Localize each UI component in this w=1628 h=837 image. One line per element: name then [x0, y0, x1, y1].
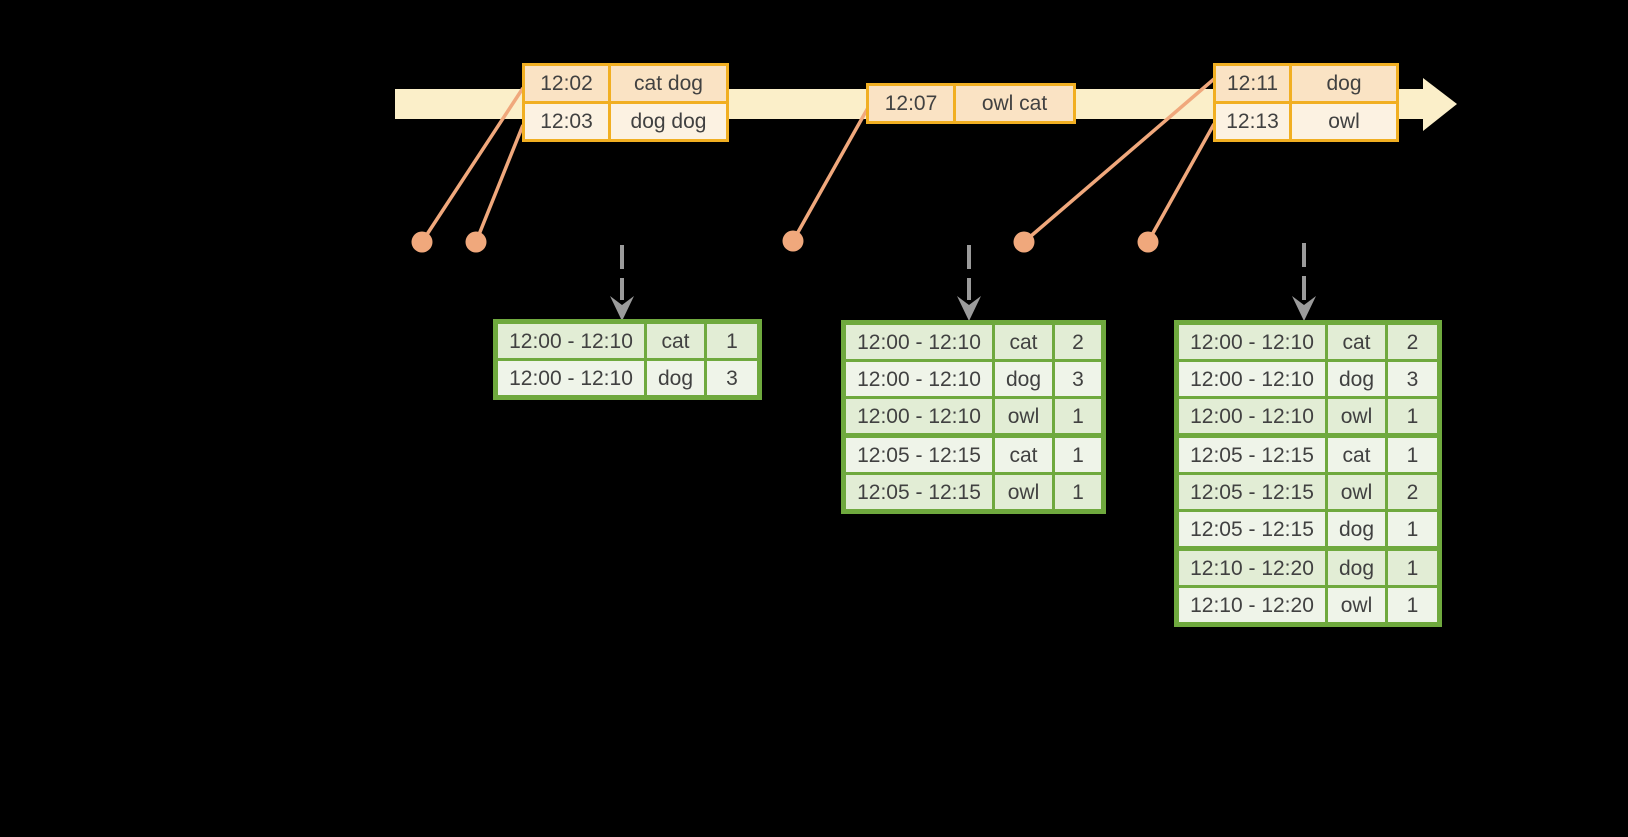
word-cell: owl: [995, 475, 1052, 509]
count-cell: 1: [1055, 475, 1101, 509]
word-cell: cat: [647, 324, 704, 358]
count-cell: 1: [1388, 551, 1437, 585]
word-cell: dog: [1328, 551, 1385, 585]
window-cell: 12:00 - 12:10: [498, 361, 644, 395]
event-box: 12:11 dog 12:13 owl: [1213, 63, 1399, 142]
result-row: 12:00 - 12:10 cat 1: [498, 324, 757, 358]
event-words-cell: cat dog: [611, 66, 726, 101]
window-cell: 12:00 - 12:10: [498, 324, 644, 358]
count-cell: 1: [1388, 512, 1437, 546]
event-dot-icon: [1013, 231, 1035, 253]
result-row: 12:00 - 12:10 dog 3: [846, 362, 1101, 396]
trigger-arrowhead-icon: [610, 296, 634, 321]
trigger-arrowhead-icon: [957, 296, 981, 321]
count-cell: 3: [707, 361, 757, 395]
result-table: 12:00 - 12:10 cat 1 12:00 - 12:10 dog 3: [493, 319, 762, 400]
count-cell: 1: [707, 324, 757, 358]
word-cell: owl: [1328, 475, 1385, 509]
event-box: 12:02 cat dog 12:03 dog dog: [522, 63, 729, 142]
event-connector-line: [1146, 123, 1216, 243]
count-cell: 3: [1055, 362, 1101, 396]
result-row: 12:05 - 12:15 owl 2: [1179, 475, 1437, 509]
count-cell: 1: [1388, 438, 1437, 472]
window-cell: 12:00 - 12:10: [1179, 362, 1325, 396]
word-cell: dog: [995, 362, 1052, 396]
word-cell: cat: [995, 438, 1052, 472]
event-time-cell: 12:02: [525, 66, 608, 101]
word-cell: cat: [1328, 438, 1385, 472]
count-cell: 2: [1388, 325, 1437, 359]
event-row: 12:02 cat dog: [525, 66, 726, 101]
result-row: 12:05 - 12:15 cat 1: [1179, 438, 1437, 472]
count-cell: 1: [1055, 438, 1101, 472]
window-cell: 12:00 - 12:10: [846, 399, 992, 433]
result-table: 12:00 - 12:10 cat 2 12:00 - 12:10 dog 3 …: [1174, 320, 1442, 627]
event-box: 12:07 owl cat: [866, 83, 1076, 124]
result-row: 12:10 - 12:20 owl 1: [1179, 588, 1437, 622]
word-cell: owl: [995, 399, 1052, 433]
window-cell: 12:05 - 12:15: [846, 475, 992, 509]
window-cell: 12:05 - 12:15: [1179, 438, 1325, 472]
event-time-cell: 12:11: [1216, 66, 1289, 101]
event-time-cell: 12:07: [869, 86, 953, 121]
event-connector-line: [420, 87, 525, 243]
word-cell: cat: [995, 325, 1052, 359]
count-cell: 2: [1388, 475, 1437, 509]
count-cell: 1: [1055, 399, 1101, 433]
window-cell: 12:00 - 12:10: [846, 362, 992, 396]
word-cell: owl: [1328, 399, 1385, 433]
event-row: 12:13 owl: [1216, 104, 1396, 139]
event-connector-line: [474, 124, 525, 243]
result-row: 12:05 - 12:15 cat 1: [846, 438, 1101, 472]
event-dot-icon: [782, 230, 804, 252]
event-row: 12:03 dog dog: [525, 104, 726, 139]
result-row: 12:00 - 12:10 owl 1: [1179, 399, 1437, 433]
window-cell: 12:05 - 12:15: [846, 438, 992, 472]
window-cell: 12:00 - 12:10: [1179, 325, 1325, 359]
event-words-cell: owl: [1292, 104, 1396, 139]
event-dot-icon: [1137, 231, 1159, 253]
event-row: 12:07 owl cat: [869, 86, 1073, 121]
result-row: 12:00 - 12:10 dog 3: [498, 361, 757, 395]
result-row: 12:10 - 12:20 dog 1: [1179, 551, 1437, 585]
window-cell: 12:05 - 12:15: [1179, 512, 1325, 546]
window-cell: 12:00 - 12:10: [846, 325, 992, 359]
word-cell: owl: [1328, 588, 1385, 622]
trigger-arrowhead-icon: [1292, 296, 1316, 321]
result-row: 12:00 - 12:10 cat 2: [1179, 325, 1437, 359]
timeline-arrowhead-icon: [1423, 78, 1457, 131]
result-row: 12:00 - 12:10 cat 2: [846, 325, 1101, 359]
count-cell: 2: [1055, 325, 1101, 359]
count-cell: 1: [1388, 399, 1437, 433]
event-time-cell: 12:03: [525, 104, 608, 139]
event-connector-line: [1022, 77, 1216, 244]
result-row: 12:05 - 12:15 dog 1: [1179, 512, 1437, 546]
window-cell: 12:10 - 12:20: [1179, 551, 1325, 585]
result-row: 12:00 - 12:10 owl 1: [846, 399, 1101, 433]
window-cell: 12:10 - 12:20: [1179, 588, 1325, 622]
event-row: 12:11 dog: [1216, 66, 1396, 101]
result-row: 12:05 - 12:15 owl 1: [846, 475, 1101, 509]
word-cell: dog: [1328, 512, 1385, 546]
event-words-cell: dog dog: [611, 104, 726, 139]
result-table: 12:00 - 12:10 cat 2 12:00 - 12:10 dog 3 …: [841, 320, 1106, 514]
word-cell: cat: [1328, 325, 1385, 359]
window-cell: 12:05 - 12:15: [1179, 475, 1325, 509]
word-cell: dog: [1328, 362, 1385, 396]
event-connector-line: [791, 105, 871, 242]
event-dot-icon: [411, 231, 433, 253]
event-words-cell: owl cat: [956, 86, 1073, 121]
count-cell: 1: [1388, 588, 1437, 622]
event-words-cell: dog: [1292, 66, 1396, 101]
window-cell: 12:00 - 12:10: [1179, 399, 1325, 433]
event-dot-icon: [465, 231, 487, 253]
result-row: 12:00 - 12:10 dog 3: [1179, 362, 1437, 396]
count-cell: 3: [1388, 362, 1437, 396]
word-cell: dog: [647, 361, 704, 395]
event-time-cell: 12:13: [1216, 104, 1289, 139]
